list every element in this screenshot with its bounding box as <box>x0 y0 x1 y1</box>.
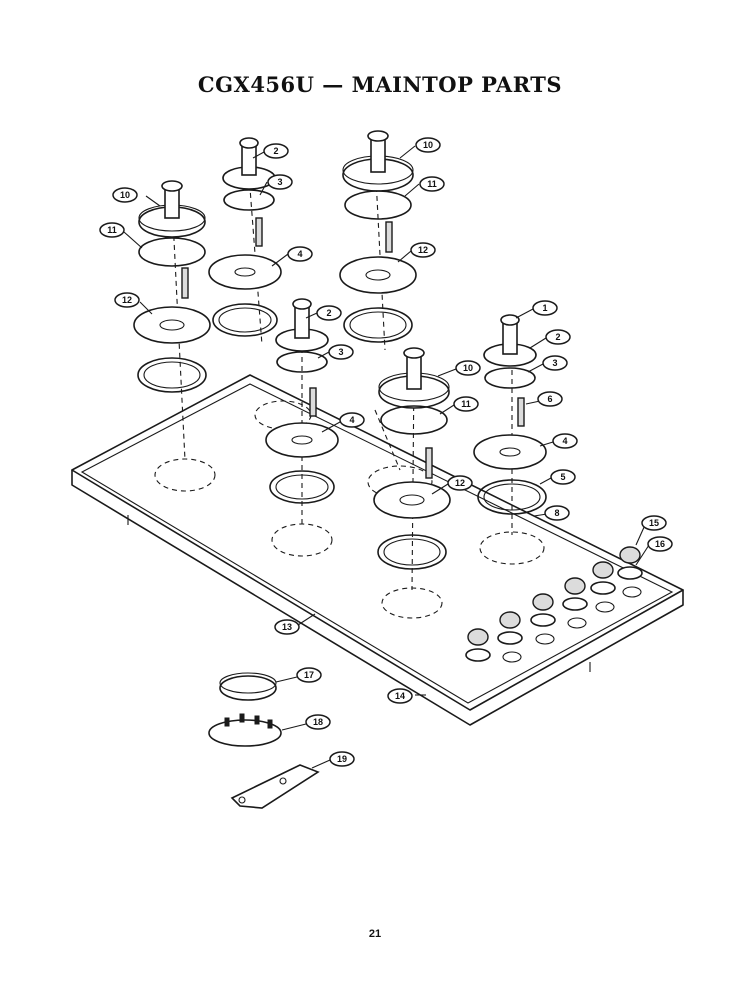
svg-text:11: 11 <box>427 179 437 189</box>
callout-bubbles: 10 11 12 2 3 4 10 11 12 2 3 4 10 11 12 1… <box>99 137 673 767</box>
svg-text:2: 2 <box>555 332 560 342</box>
svg-text:10: 10 <box>423 140 433 150</box>
svg-text:12: 12 <box>418 245 428 255</box>
svg-text:8: 8 <box>554 508 559 518</box>
callout-1-right: 1 <box>532 300 558 316</box>
callout-12-left: 12 <box>114 292 140 308</box>
svg-text:13: 13 <box>282 622 292 632</box>
svg-text:3: 3 <box>338 347 343 357</box>
callout-5-right: 5 <box>550 469 576 485</box>
callout-11-front: 11 <box>453 396 479 412</box>
svg-text:14: 14 <box>395 691 405 701</box>
callout-19: 19 <box>329 751 355 767</box>
burner-stack-center-back <box>339 130 417 343</box>
svg-text:17: 17 <box>304 670 314 680</box>
control-knobs <box>465 546 643 663</box>
svg-text:6: 6 <box>547 394 552 404</box>
svg-text:4: 4 <box>562 436 567 446</box>
assembly-guide-lines <box>171 159 513 591</box>
callout-15: 15 <box>641 515 667 531</box>
maintop-panel <box>71 374 684 726</box>
callout-12-front: 12 <box>447 475 473 491</box>
callout-2-center: 2 <box>316 305 342 321</box>
callout-4-leftmid: 4 <box>287 246 313 262</box>
burner-stack-left-back <box>133 180 211 393</box>
callout-14: 14 <box>387 688 413 704</box>
svg-text:2: 2 <box>273 146 278 156</box>
callout-17: 17 <box>296 667 322 683</box>
svg-text:12: 12 <box>455 478 465 488</box>
callout-18: 18 <box>305 714 331 730</box>
svg-text:2: 2 <box>326 308 331 318</box>
burner-base-part-18 <box>208 713 282 747</box>
page-title: CGX456U — MAINTOP PARTS <box>197 72 563 97</box>
svg-text:10: 10 <box>463 363 473 373</box>
callout-10-center: 10 <box>415 137 441 153</box>
svg-text:4: 4 <box>297 249 302 259</box>
svg-text:3: 3 <box>552 358 557 368</box>
callout-3-center: 3 <box>328 344 354 360</box>
callout-2-leftmid: 2 <box>263 143 289 159</box>
callout-10-left: 10 <box>112 187 138 203</box>
svg-text:5: 5 <box>560 472 565 482</box>
svg-text:11: 11 <box>461 399 471 409</box>
svg-text:12: 12 <box>122 295 132 305</box>
svg-text:19: 19 <box>337 754 347 764</box>
callout-4-right: 4 <box>552 433 578 449</box>
callout-12-center: 12 <box>410 242 436 258</box>
callout-11-center: 11 <box>419 176 445 192</box>
page-number: 21 <box>368 928 382 940</box>
svg-text:10: 10 <box>120 190 130 200</box>
callout-3-leftmid: 3 <box>267 174 293 190</box>
svg-text:15: 15 <box>649 518 659 528</box>
callout-10-front: 10 <box>455 360 481 376</box>
callout-3-right: 3 <box>542 355 568 371</box>
callout-2-right: 2 <box>545 329 571 345</box>
svg-text:11: 11 <box>107 225 117 235</box>
callout-6-right: 6 <box>537 391 563 407</box>
burner-stack-right <box>473 314 547 515</box>
callout-leaders <box>123 145 650 769</box>
svg-text:1: 1 <box>542 303 547 313</box>
bracket-part-19 <box>230 764 320 809</box>
svg-text:4: 4 <box>349 415 354 425</box>
callout-13: 13 <box>274 619 300 635</box>
callout-16: 16 <box>647 536 673 552</box>
burner-stack-center-mid <box>265 298 339 504</box>
burner-cap-part-17 <box>219 672 277 701</box>
burner-stack-center-front <box>373 347 451 570</box>
svg-text:3: 3 <box>277 177 282 187</box>
svg-text:16: 16 <box>655 539 665 549</box>
callout-8-right: 8 <box>544 505 570 521</box>
svg-text:18: 18 <box>313 717 323 727</box>
burner-stack-left-mid <box>208 137 282 337</box>
callout-4-center: 4 <box>339 412 365 428</box>
callout-11-left: 11 <box>99 222 125 238</box>
